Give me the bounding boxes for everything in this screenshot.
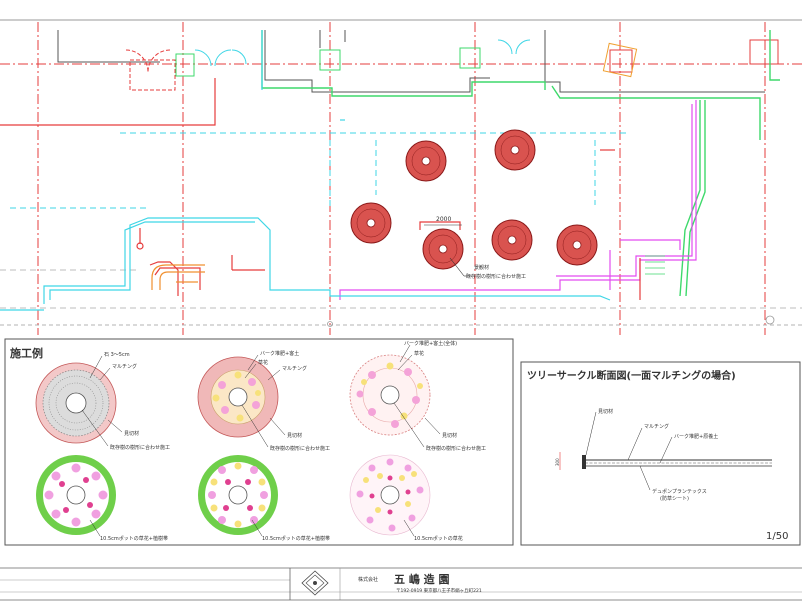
callout-edge-material: 景観材 [474, 264, 489, 271]
tree-circle [491, 219, 533, 261]
label-mulch-2: マルチング [282, 365, 307, 372]
label-note-3: 既存樹の樹形に合わせ施工 [426, 445, 486, 452]
pot-plan-2: 10.5cmポットの草花+植樹帯 [198, 455, 330, 542]
caption-pot-1: 10.5cmポットの草花+植樹帯 [100, 535, 168, 542]
label-note-1: 既存樹の樹形に合わせ施工 [110, 444, 170, 451]
tree-circles [350, 129, 598, 270]
section-label-edge: 見切材 [598, 408, 613, 415]
example-panel-title: 施工例 [10, 346, 43, 360]
grid-lines [0, 22, 802, 335]
dimension-label: 2000 [436, 216, 451, 223]
section-label-sheet: デュポンプランテックス [652, 488, 707, 495]
label-bark-2: バーク堆肥+客土 [260, 350, 299, 357]
label-flower-3: 草花 [414, 350, 424, 357]
company-prefix: 株式会社 [358, 576, 378, 583]
example-flower-ring: バーク堆肥+客土 草花 マルチング 見切材 既存樹の樹形に合わせ施工 [197, 350, 330, 452]
label-edge-3: 見切材 [442, 432, 457, 439]
tree-circle [422, 228, 464, 270]
tree-circle [494, 129, 536, 171]
company-address: 〒192-0919 東京都八王子市絹ヶ丘町221 [396, 587, 482, 594]
title-block: 株式会社 五 嶋 造 園 〒192-0919 東京都八王子市絹ヶ丘町221 [0, 567, 802, 601]
tree-circle [556, 224, 598, 266]
pot-plan-1: 10.5cmポットの草花+植樹帯 [36, 455, 168, 542]
section-dimension: 300 [555, 458, 560, 466]
company-logo-icon [301, 570, 329, 596]
label-edge-1: 見切材 [124, 430, 139, 437]
caption-pot-2: 10.5cmポットの草花+植樹帯 [262, 535, 330, 542]
tree-circle [350, 202, 392, 244]
tree-circle [405, 140, 447, 182]
company-name: 五 嶋 造 園 [394, 572, 450, 586]
label-note-2: 既存樹の樹形に合わせ施工 [270, 445, 330, 452]
site-plan: 2000 景観材 既存樹の樹形に合わせ施工 [0, 22, 802, 335]
label-mulch-1: マルチング [112, 363, 137, 370]
section-label-mulch: マルチング [644, 423, 669, 430]
section-panel-title: ツリーサークル断面図(一面マルチングの場合) [527, 369, 736, 382]
label-flower-2: 草花 [258, 359, 268, 366]
label-bark-3: バーク堆肥+客土(全体) [404, 340, 457, 347]
section-panel: ツリーサークル断面図(一面マルチングの場合) 300 見切材 マルチング バーク… [520, 361, 801, 546]
caption-pot-3: 10.5cmポットの草花 [414, 535, 463, 542]
label-edge-2: 見切材 [287, 432, 302, 439]
example-panel: 施工例 石 3〜5cm マルチング 見切材 既存樹の樹形に合わせ施工 [4, 338, 514, 546]
drawing-scale: 1/50 [766, 531, 788, 542]
pot-plan-3: 10.5cmポットの草花 [349, 454, 463, 542]
example-flower-bed: バーク堆肥+客土(全体) 草花 見切材 既存樹の樹形に合わせ施工 [349, 340, 486, 452]
example-stone-circle: 石 3〜5cm マルチング 見切材 既存樹の樹形に合わせ施工 [35, 352, 170, 451]
callout-install-note: 既存樹の樹形に合わせ施工 [466, 273, 526, 280]
label-stone: 石 3〜5cm [104, 352, 130, 358]
section-label-sheet-note: (防草シート) [660, 495, 689, 502]
section-label-bark: バーク堆肥+原養土 [674, 433, 718, 440]
